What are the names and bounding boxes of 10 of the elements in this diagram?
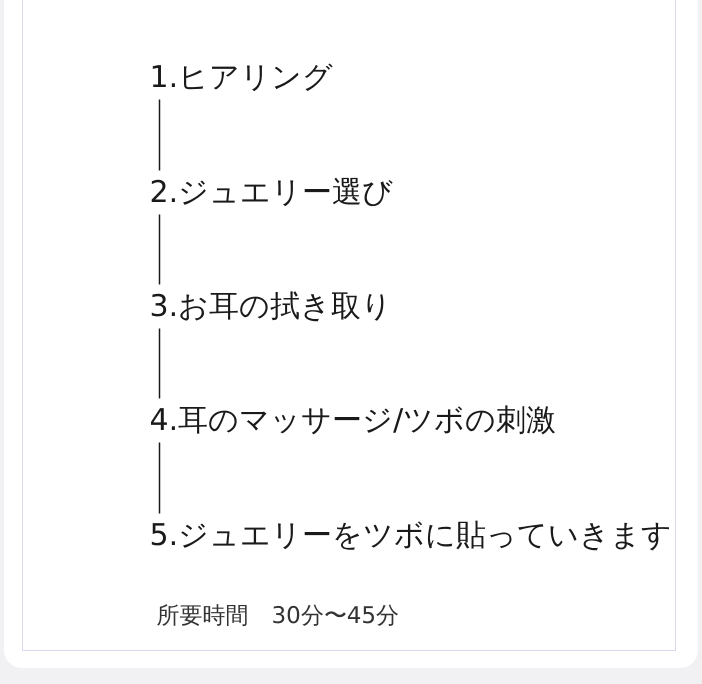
connector-line [158, 328, 160, 398]
step-text: 2.ジュエリー選び [150, 170, 394, 214]
duration-note: 所要時間 30分〜45分 [156, 602, 400, 630]
connector-line [158, 100, 160, 170]
step-text: 1.ヒアリング [150, 56, 334, 100]
connector-line [158, 442, 160, 514]
step-text: 5.ジュエリーをツボに貼っていきます [150, 514, 672, 558]
step-text: 4.耳のマッサージ/ツボの刺激 [150, 398, 556, 442]
connector-line [158, 214, 160, 284]
step-text: 3.お耳の拭き取り [150, 284, 392, 328]
